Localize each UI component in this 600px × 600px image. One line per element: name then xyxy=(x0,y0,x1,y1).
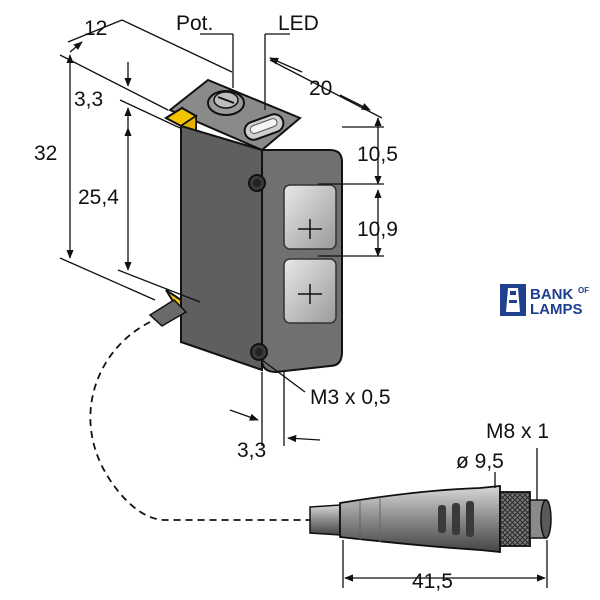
upper-lens xyxy=(283,184,337,250)
housing-left-face xyxy=(180,124,263,372)
label-pot: Pot. xyxy=(176,12,213,35)
logo-of: OF xyxy=(578,286,589,295)
label-offset-3-3-top: 3,3 xyxy=(74,88,103,111)
label-length-41-5: 41,5 xyxy=(412,570,453,593)
label-lens-10-9: 10,9 xyxy=(357,218,398,241)
sensor-housing xyxy=(148,78,343,374)
connector-tab xyxy=(148,299,188,327)
dimension-lines xyxy=(59,19,548,588)
label-depth-20: 20 xyxy=(309,77,332,100)
label-led: LED xyxy=(278,12,319,35)
label-width-12: 12 xyxy=(84,17,107,40)
label-lens-10-5: 10,5 xyxy=(357,143,398,166)
potentiometer-icon xyxy=(207,90,245,116)
logo-line2: LAMPS xyxy=(530,301,583,318)
knurled-nut xyxy=(499,491,531,547)
label-diameter-9-5: ø 9,5 xyxy=(456,450,504,473)
logo-line1: BANK xyxy=(530,286,573,303)
label-hole-3-3-bottom: 3,3 xyxy=(237,439,266,462)
label-spacing-25-4: 25,4 xyxy=(78,186,119,209)
m8-connector-plug xyxy=(309,485,552,553)
label-height-32: 32 xyxy=(34,142,57,165)
led-window-icon xyxy=(243,113,285,141)
label-thread-m8: M8 x 1 xyxy=(486,420,549,443)
label-screw-m3: M3 x 0,5 xyxy=(310,386,391,409)
bank-of-lamps-logo: BANK OF LAMPS xyxy=(500,284,589,318)
